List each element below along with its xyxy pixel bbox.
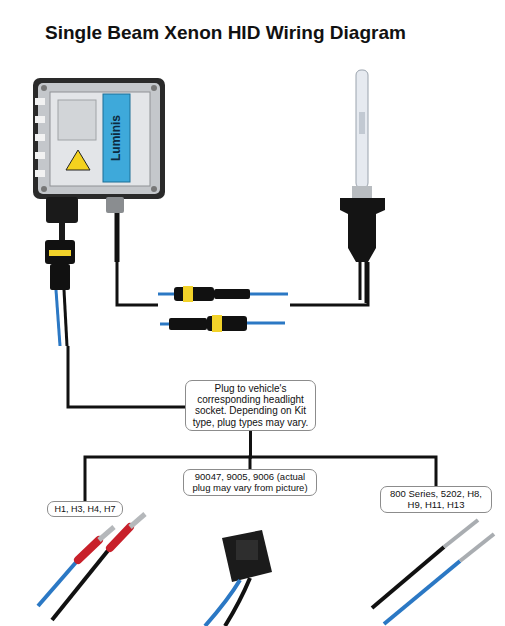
wire <box>56 290 60 346</box>
box-text: 90047, 9005, 9006 (actual plug may vary … <box>187 472 313 493</box>
plug-face <box>236 540 258 560</box>
ballast-slot <box>35 116 45 123</box>
wire <box>365 262 368 303</box>
box-text: Plug to vehicle's corresponding headligh… <box>189 383 312 428</box>
wire <box>158 293 175 296</box>
connector <box>169 318 207 330</box>
wire <box>250 293 288 296</box>
pin-terminal <box>444 520 478 547</box>
ballast-case <box>38 83 160 194</box>
wire <box>372 547 444 608</box>
wire <box>59 223 65 242</box>
leader-line <box>68 346 185 407</box>
pin-terminal <box>460 534 494 561</box>
wire <box>384 561 460 624</box>
mount-hole <box>151 186 157 192</box>
ballast-plug <box>46 197 78 223</box>
bulb-glass <box>356 70 368 188</box>
wire <box>115 213 120 262</box>
ballast-label <box>103 94 130 182</box>
ballast-slot <box>35 134 45 141</box>
mount-hole <box>41 85 47 91</box>
warning-triangle <box>66 150 90 170</box>
connector <box>214 289 250 299</box>
wire <box>205 580 240 626</box>
wire <box>160 323 170 326</box>
plug-housing <box>222 530 272 582</box>
wire <box>359 262 362 300</box>
bulb-base <box>340 198 385 262</box>
wire <box>52 548 110 620</box>
leader-line <box>290 262 368 305</box>
box-text: 800 Series, 5202, H8, H9, H11, H13 <box>384 489 488 510</box>
connector <box>45 240 75 264</box>
connector-seal <box>49 250 71 256</box>
plug-type-box: H1, H3, H4, H7 <box>47 501 123 517</box>
ballast-output <box>106 197 124 213</box>
spade-terminal <box>99 527 114 540</box>
bulb-capsule <box>359 112 365 134</box>
crimp-sleeve <box>78 540 99 560</box>
note-box: Plug to vehicle's corresponding headligh… <box>185 380 316 431</box>
leader-line <box>117 262 158 305</box>
connector <box>50 264 70 290</box>
ballast-face <box>50 92 150 186</box>
mount-hole <box>151 85 157 91</box>
wire <box>64 290 67 346</box>
plug-type-box: 90047, 9005, 9006 (actual plug may vary … <box>183 469 317 496</box>
plug-type-box: 800 Series, 5202, H8, H9, H11, H13 <box>380 486 492 513</box>
wire <box>38 560 78 606</box>
ballast-plate <box>58 100 96 140</box>
crimp-sleeve <box>110 527 130 548</box>
spade-terminal <box>130 514 145 527</box>
ballast-slot <box>35 98 45 105</box>
ballast-slot <box>35 170 45 177</box>
ballast-frame <box>33 78 165 199</box>
box-text: H1, H3, H4, H7 <box>51 504 119 514</box>
connector <box>207 316 247 331</box>
bulb-collar <box>352 186 372 198</box>
mount-hole <box>41 186 47 192</box>
wire <box>225 578 250 626</box>
connector <box>174 287 214 301</box>
diagram-title: Single Beam Xenon HID Wiring Diagram <box>45 22 406 44</box>
wire <box>247 322 285 325</box>
connector-seal <box>183 286 193 302</box>
connector-seal <box>212 315 222 332</box>
ballast-slot <box>35 152 45 159</box>
brand-label: Luminis <box>109 115 123 161</box>
